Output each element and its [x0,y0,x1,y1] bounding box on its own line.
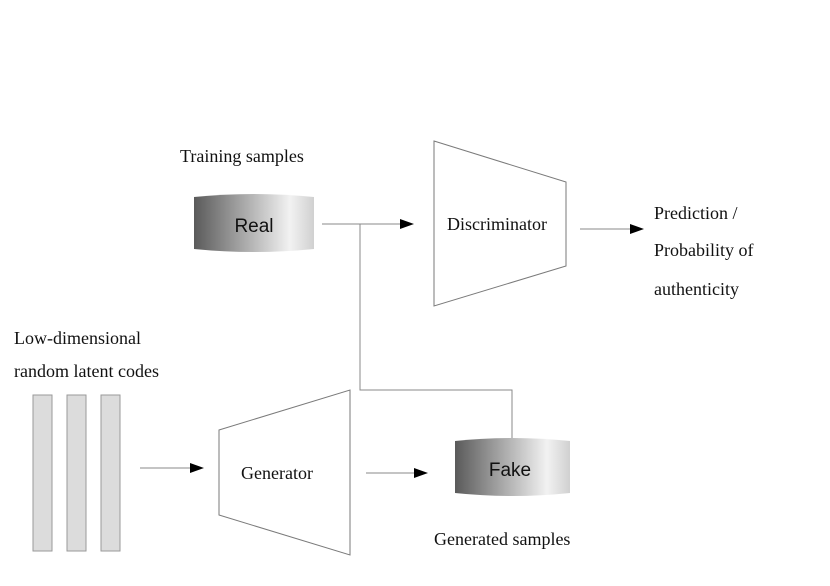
real-label: Real [234,216,273,237]
latent-code-bars [32,394,121,552]
discriminator-to-prediction-arrow [580,224,644,234]
latent-to-generator-arrow [140,463,204,473]
discriminator-block: Discriminator [433,140,567,307]
generator-block: Generator [218,389,351,556]
real-to-discriminator-arrow [322,219,414,229]
fake-label: Fake [489,460,531,481]
prediction-line-2: Probability of [654,240,754,260]
latent-code-bar [100,394,121,552]
generator-to-fake-arrow [366,468,428,478]
fake-samples-cylinder: Fake [455,438,570,496]
latent-codes-label-line-2: random latent codes [14,361,159,381]
latent-codes-label-line-1: Low-dimensional [14,328,141,348]
fake-to-discriminator-connector [359,224,513,438]
real-samples-cylinder: Real [194,194,314,252]
latent-code-bar [66,394,87,552]
training-samples-label: Training samples [180,146,304,166]
latent-code-bar [32,394,53,552]
prediction-line-3: authenticity [654,279,739,299]
generated-samples-label: Generated samples [434,529,570,549]
prediction-line-1: Prediction / [654,203,738,223]
prediction-label: Prediction / Probability of authenticity [654,203,754,299]
discriminator-label: Discriminator [447,214,547,234]
generator-label: Generator [241,463,313,483]
